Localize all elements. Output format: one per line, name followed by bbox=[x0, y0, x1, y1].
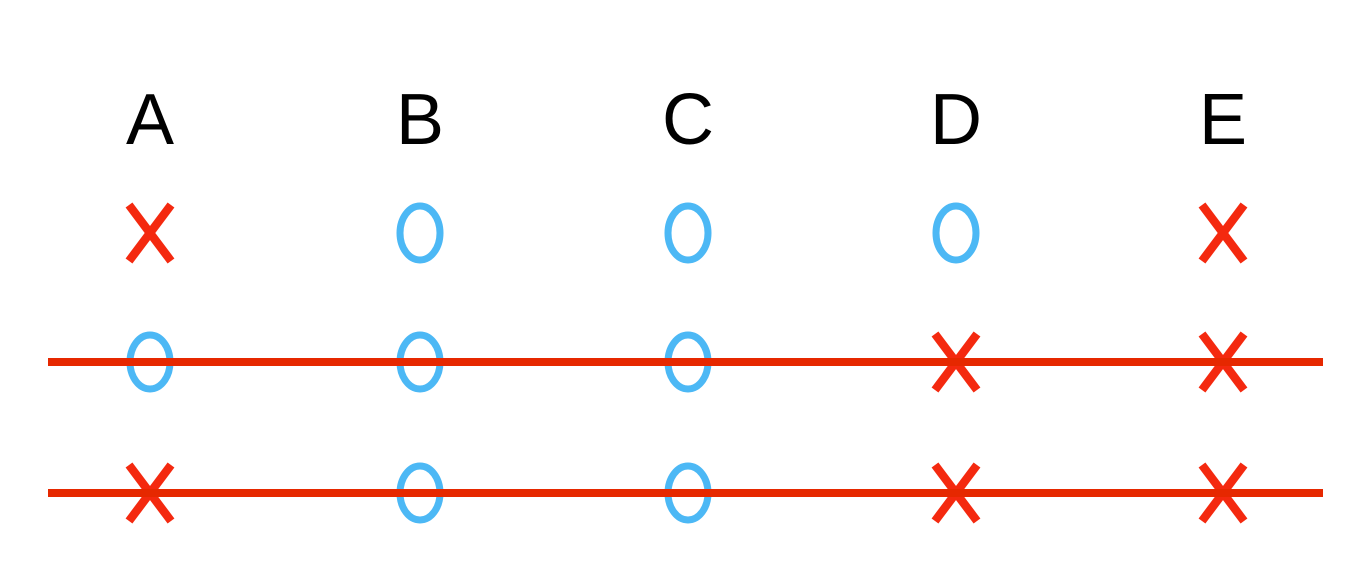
circle-mark-icon bbox=[928, 200, 984, 266]
column-header-a: A bbox=[125, 80, 175, 160]
column-header-e: E bbox=[1198, 80, 1248, 160]
column-header-c: C bbox=[662, 80, 714, 160]
column-header-d: D bbox=[930, 80, 982, 160]
circle-mark-icon bbox=[392, 200, 448, 266]
strikethrough-line-2 bbox=[48, 358, 1323, 366]
column-header-b: B bbox=[395, 80, 445, 160]
cross-mark-icon bbox=[122, 200, 178, 266]
cross-mark-icon bbox=[1195, 200, 1251, 266]
circle-mark-icon bbox=[660, 200, 716, 266]
strikethrough-line-3 bbox=[48, 489, 1323, 497]
